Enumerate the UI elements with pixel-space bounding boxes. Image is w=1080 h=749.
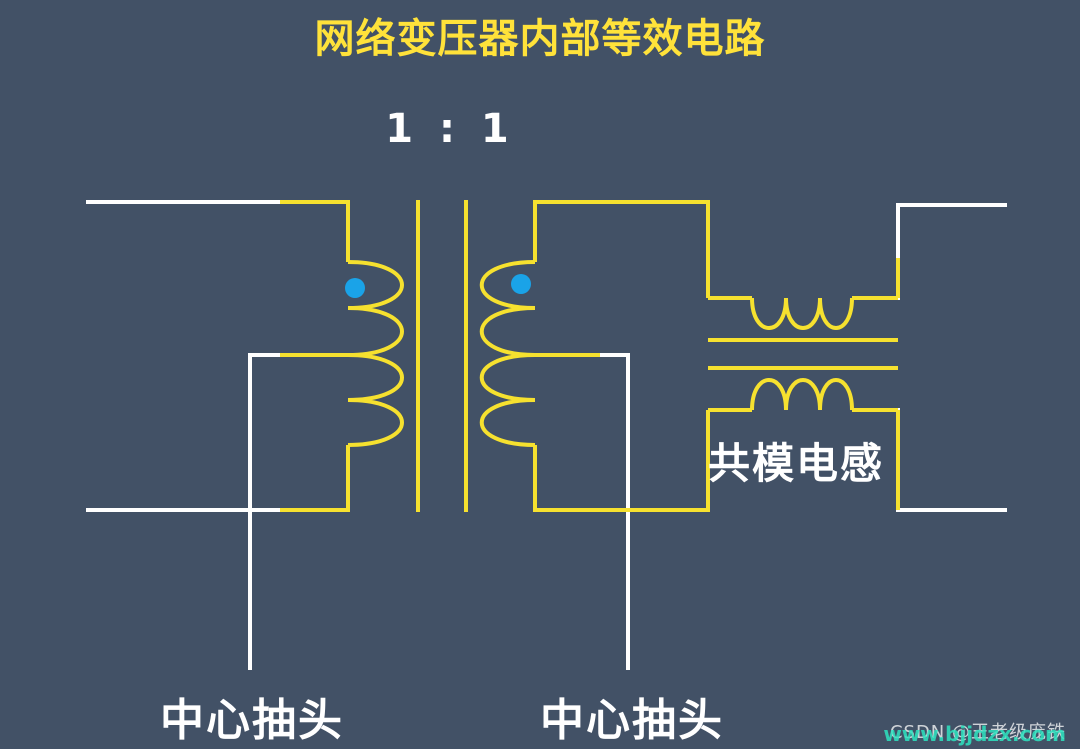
left-center-tap-label: 中心抽头 — [160, 695, 344, 746]
secondary-top-wire — [533, 200, 710, 298]
right-center-tap-wire — [598, 353, 630, 670]
secondary-winding-lower — [479, 353, 536, 447]
common-mode-choke-label: 共模电感 — [708, 439, 885, 488]
site-watermark: www.bjjdzx.com — [883, 722, 1066, 746]
primary-winding-upper — [347, 260, 404, 357]
primary-bottom-wire — [280, 445, 350, 512]
secondary-bottom-wire — [533, 410, 710, 512]
secondary-polarity-dot — [511, 274, 531, 294]
choke-bottom-coil — [750, 378, 854, 411]
primary-winding-lower — [347, 353, 404, 447]
secondary-winding-upper — [479, 260, 536, 357]
left-center-tap-wire — [248, 353, 282, 670]
output-bottom-lead — [896, 408, 1007, 512]
right-center-tap-label: 中心抽头 — [540, 695, 724, 746]
primary-polarity-dot — [345, 278, 365, 298]
yellow-wires — [280, 200, 900, 512]
turns-ratio-label: 1 : 1 — [385, 106, 515, 152]
csdn-watermark: CSDN @王老级庞铁 — [889, 722, 1066, 743]
choke-top-coil — [750, 297, 854, 330]
output-top-lead — [896, 203, 1007, 300]
diagram-title: 网络变压器内部等效电路 — [314, 16, 766, 62]
primary-top-wire — [280, 200, 350, 262]
